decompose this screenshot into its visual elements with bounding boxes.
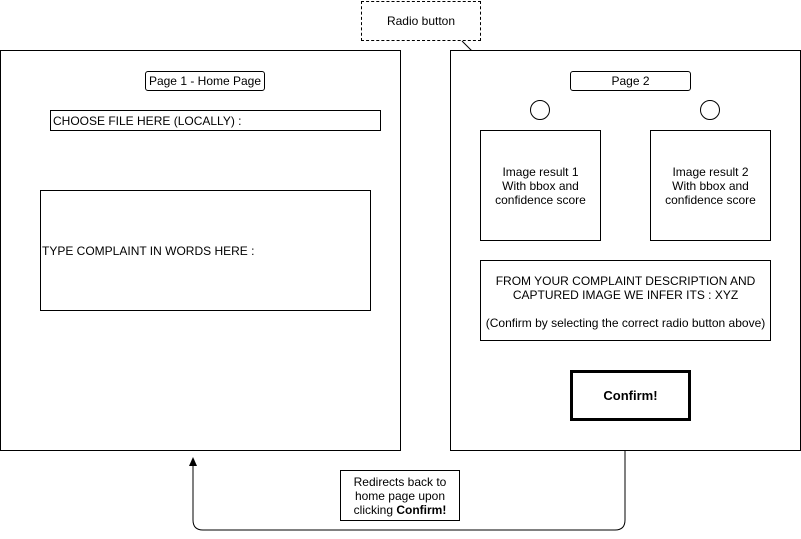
page1-title: Page 1 - Home Page	[145, 71, 265, 91]
redirect-note-bold: Confirm!	[396, 502, 447, 517]
complaint-text-area[interactable]: TYPE COMPLAINT IN WORDS HERE :	[40, 190, 371, 311]
page1-title-label: Page 1 - Home Page	[148, 74, 262, 88]
inference-text: FROM YOUR COMPLAINT DESCRIPTION AND CAPT…	[495, 274, 756, 302]
radio-button-callout: Radio button	[361, 1, 481, 41]
image-result-1-label: Image result 1 With bbox and confidence …	[495, 164, 586, 207]
redirect-note: Redirects back to home page upon clickin…	[340, 470, 460, 521]
page2-title-label: Page 2	[611, 74, 650, 88]
image-result-2-box: Image result 2 With bbox and confidence …	[650, 130, 771, 241]
radio-button-result-2[interactable]	[700, 100, 720, 120]
radio-button-result-1[interactable]	[530, 100, 550, 120]
confirm-hint-text: (Confirm by selecting the correct radio …	[485, 316, 766, 330]
confirm-button[interactable]: Confirm!	[570, 370, 691, 421]
page2-title: Page 2	[570, 71, 691, 91]
redirect-note-text: Redirects back to home page upon clickin…	[354, 475, 447, 517]
image-result-2-label: Image result 2 With bbox and confidence …	[665, 164, 756, 207]
inference-box: FROM YOUR COMPLAINT DESCRIPTION AND CAPT…	[480, 260, 771, 341]
choose-file-field[interactable]: CHOOSE FILE HERE (LOCALLY) :	[50, 110, 381, 131]
redirect-arrow	[189, 451, 626, 531]
image-result-1-box: Image result 1 With bbox and confidence …	[480, 130, 601, 241]
redirect-note-prefix: Redirects back to home page upon clickin…	[353, 474, 447, 517]
choose-file-label: CHOOSE FILE HERE (LOCALLY) :	[53, 113, 242, 128]
radio-button-callout-label: Radio button	[386, 14, 456, 28]
complaint-label: TYPE COMPLAINT IN WORDS HERE :	[42, 243, 255, 258]
confirm-button-label: Confirm!	[603, 388, 658, 403]
